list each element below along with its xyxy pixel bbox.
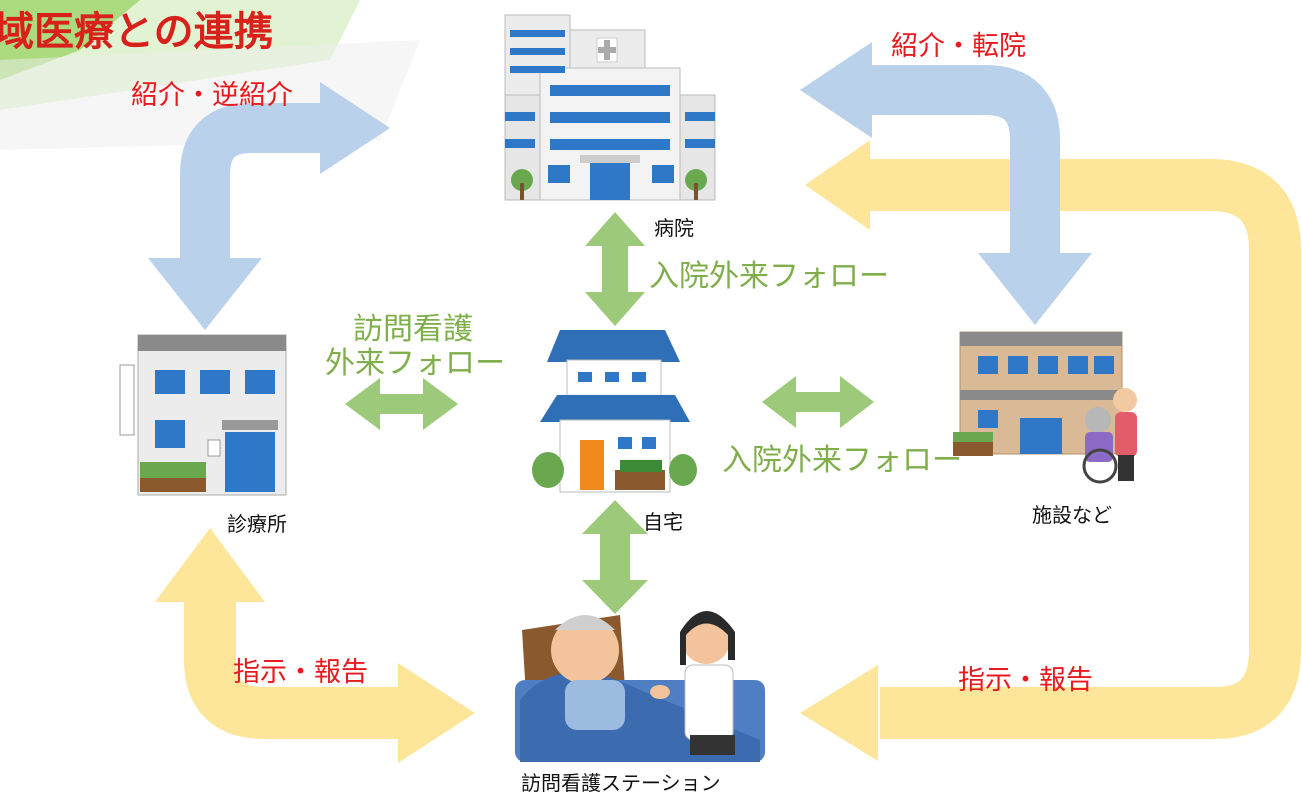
facility-building-icon xyxy=(953,331,1137,484)
wheelchair-people-icon xyxy=(1082,388,1137,484)
node-hospital-label: 病院 xyxy=(654,216,694,240)
label-clinic-station: 指示・報告 xyxy=(233,657,368,688)
node-clinic-label: 診療所 xyxy=(227,512,287,536)
clinic-building-icon xyxy=(119,334,287,496)
arrowhead-to-hospital-from-facility xyxy=(800,42,872,138)
node-facility-label: 施設など xyxy=(1032,503,1112,527)
arrow-station-to-hospital xyxy=(870,159,1301,739)
arrowhead-to-clinic-blue xyxy=(148,258,262,330)
label-home-facility: 入院外来フォロー xyxy=(722,443,962,478)
arrow-clinic-to-hospital xyxy=(180,103,325,260)
label-clinic-home-line2: 外来フォロー xyxy=(325,346,505,381)
arrowhead-to-hospital xyxy=(805,140,870,230)
label-clinic-hospital: 紹介・逆紹介 xyxy=(131,80,293,111)
arrow-clinic-home xyxy=(345,378,458,430)
arrow-home-station xyxy=(582,500,648,614)
node-home-label: 自宅 xyxy=(643,510,683,534)
arrowhead-to-facility xyxy=(978,253,1092,325)
arrowhead-to-clinic xyxy=(155,528,265,602)
label-hospital-facility: 紹介・転院 xyxy=(891,31,1026,62)
arrow-hospital-to-facility xyxy=(870,65,1060,255)
label-hospital-home: 入院外来フォロー xyxy=(649,259,889,294)
label-station-hospital: 指示・報告 xyxy=(958,665,1093,696)
page-title: 域医療との連携 xyxy=(0,9,274,55)
arrowhead-clinic-to-station xyxy=(398,663,475,763)
node-station-label: 訪問看護ステーション xyxy=(521,771,721,795)
home-house-icon xyxy=(532,330,697,493)
arrowhead-to-station xyxy=(800,665,878,761)
visiting-nurse-icon xyxy=(515,611,765,762)
arrowhead-to-hospital-blue xyxy=(320,82,390,174)
hospital-building-icon xyxy=(504,14,716,201)
arrow-hospital-home xyxy=(585,212,645,326)
arrow-clinic-to-station xyxy=(184,600,400,739)
label-clinic-home-line1: 訪問看護 xyxy=(353,312,473,347)
arrow-home-facility xyxy=(762,376,874,428)
